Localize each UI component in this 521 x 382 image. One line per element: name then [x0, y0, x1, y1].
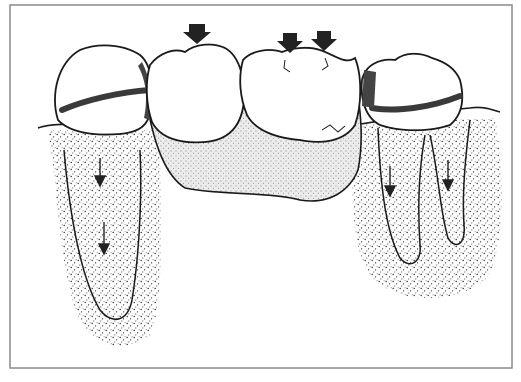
down-arrow-icon: [183, 24, 211, 44]
right-crown-margin-shadow: [362, 70, 376, 108]
pontic-crown-1: [147, 45, 244, 143]
load-arrow-1: [183, 24, 211, 44]
right-abutment-crown: [362, 54, 463, 131]
right-alveolar-bone: [353, 118, 502, 298]
